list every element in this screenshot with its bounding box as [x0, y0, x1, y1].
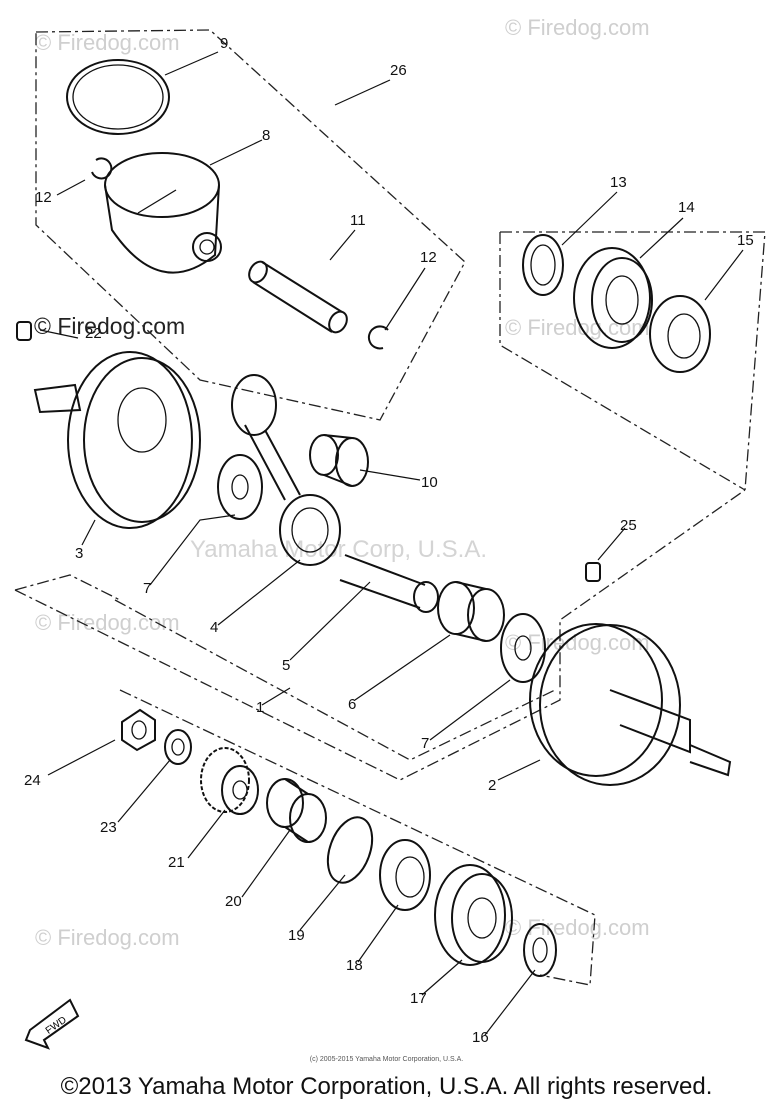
lock-washer	[164, 729, 192, 765]
callout-19: 19	[288, 927, 305, 944]
watermark: © Firedog.com	[505, 915, 650, 940]
callout-7: 7	[143, 580, 151, 597]
callout-1: 1	[256, 699, 264, 716]
callout-4: 4	[210, 619, 218, 636]
callout-8: 8	[262, 127, 270, 144]
crank-subgroup-outline	[114, 599, 556, 761]
callout-labels: 1 2 3 4 5 6 7 7 8 9 10 11 12 12 13 14 15…	[24, 35, 754, 1046]
callout-22: 22	[85, 325, 102, 342]
callout-21: 21	[168, 854, 185, 871]
oil-seal	[379, 839, 431, 911]
callout-12: 12	[35, 189, 52, 206]
callout-5: 5	[282, 657, 290, 674]
callout-25: 25	[620, 517, 637, 534]
callout-15: 15	[737, 232, 754, 249]
woodruff-key	[16, 321, 32, 341]
callout-23: 23	[100, 819, 117, 836]
crank-wheel-left	[33, 351, 201, 529]
piston	[104, 152, 222, 274]
watermark: © Firedog.com	[35, 925, 180, 950]
callout-3: 3	[75, 545, 83, 562]
crank-washer	[217, 454, 263, 520]
circlip	[367, 325, 389, 350]
callout-2: 2	[488, 777, 496, 794]
callout-20: 20	[225, 893, 242, 910]
watermark: © Firedog.com	[505, 15, 650, 40]
shim	[523, 923, 557, 977]
oil-seal	[649, 295, 711, 373]
main-bearing	[573, 247, 653, 349]
o-ring	[326, 816, 374, 884]
fwd-arrow-icon: FWD	[24, 998, 80, 1050]
nut	[121, 708, 156, 752]
crank-pin	[339, 554, 439, 613]
footer-copyright-small: (c) 2005-2015 Yamaha Motor Corporation, …	[309, 1056, 464, 1063]
footer-copyright: ©2013 Yamaha Motor Corporation, U.S.A. A…	[60, 1073, 713, 1100]
primary-drive-gear	[200, 747, 259, 815]
watermark-dark: © Firedog.com	[34, 313, 185, 339]
piston-group-outline	[35, 29, 466, 421]
main-bearing	[434, 864, 513, 966]
watermark: © Firedog.com	[35, 610, 180, 635]
callout-13: 13	[610, 174, 627, 191]
callout-6: 6	[348, 696, 356, 713]
watermark: © Firedog.com	[35, 30, 180, 55]
crank-wheel-right	[529, 623, 732, 786]
callout-9: 9	[220, 35, 228, 52]
leader-lines	[39, 51, 744, 1036]
callout-14: 14	[678, 199, 695, 216]
callout-24: 24	[24, 772, 41, 789]
connecting-rod	[231, 374, 341, 566]
piston-ring	[66, 59, 170, 135]
callout-10: 10	[421, 474, 438, 491]
callout-12: 12	[420, 249, 437, 266]
crankshaft-group-outline	[14, 489, 746, 781]
callout-16: 16	[472, 1029, 489, 1046]
bearing-group-outline	[499, 231, 766, 491]
piston-pin	[248, 260, 348, 334]
callout-7: 7	[421, 735, 429, 752]
small-end-bearing	[309, 434, 369, 487]
thrust-washer	[522, 234, 564, 296]
big-end-bearing	[437, 581, 505, 642]
callout-26: 26	[390, 62, 407, 79]
callout-17: 17	[410, 990, 427, 1007]
spacer-collar	[266, 778, 327, 843]
woodruff-key	[585, 562, 601, 582]
callout-11: 11	[350, 212, 366, 229]
crank-washer	[500, 613, 546, 683]
callout-18: 18	[346, 957, 363, 974]
primary-drive-outline	[119, 689, 596, 986]
